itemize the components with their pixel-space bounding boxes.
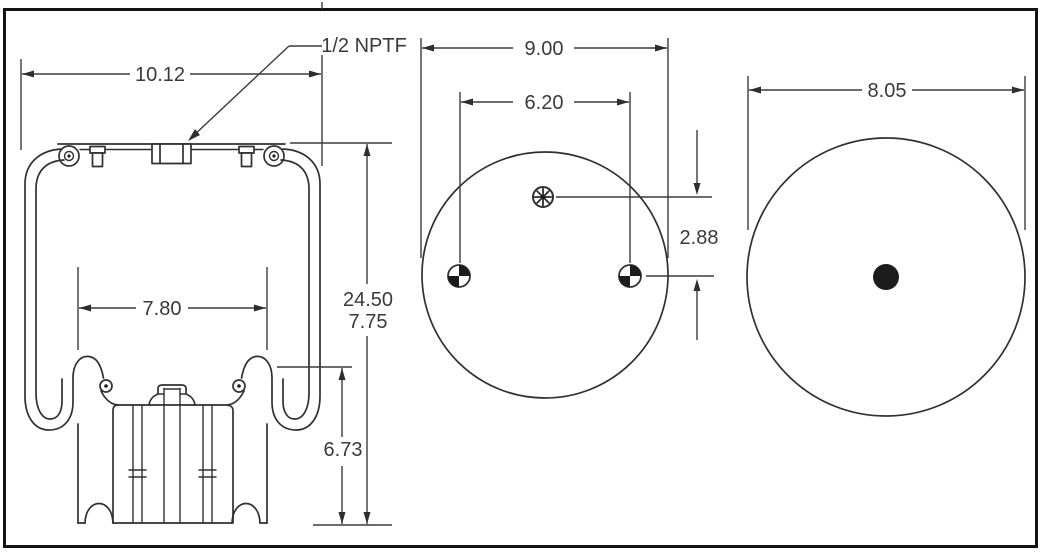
piston-boss: [148, 384, 196, 406]
dim-plate-diameter-label: 9.00: [525, 38, 564, 60]
stud-marker-left-icon: [447, 264, 471, 288]
bellows: [24, 148, 321, 431]
dim-piston-height-label: 6.73: [324, 439, 363, 461]
bottom-view: 8.05: [746, 76, 1026, 417]
dim-plate-diameter: 9.00: [420, 38, 669, 258]
dim-piston-width-label: 7.80: [143, 298, 182, 320]
piston-outline: [746, 137, 1026, 417]
dim-height-compressed-label: 7.75: [349, 311, 388, 333]
dim-plate-width-label: 10.12: [135, 64, 185, 86]
stud-marker-right-icon: [618, 264, 642, 288]
dim-piston-diameter-label: 8.05: [868, 80, 907, 102]
bead-plate: [57, 143, 286, 167]
dim-stud-spacing: 6.20: [459, 92, 631, 263]
dim-stud-spacing-label: 6.20: [525, 92, 564, 114]
piston: [77, 384, 268, 524]
port-callout: 1/2 NPTF: [188, 35, 407, 141]
top-view: 9.00 6.20 2.88: [420, 38, 718, 399]
dim-overall-height: 24.50 7.75: [290, 142, 393, 526]
dim-height-extended-label: 24.50: [343, 289, 393, 311]
dim-piston-width: 7.80: [77, 267, 268, 350]
drawing-border: [3, 8, 1038, 548]
port-callout-label: 1/2 NPTF: [321, 35, 407, 57]
dim-piston-height: 6.73: [277, 366, 363, 524]
mounting-studs: [89, 145, 255, 168]
air-port-symbol-icon: [532, 186, 554, 208]
dim-port-offset: 2.88: [556, 130, 718, 340]
plate-outline: [421, 151, 669, 399]
dim-plate-width: 10.12: [20, 55, 323, 166]
side-view: 10.12 7.80 24.50 7.75: [20, 35, 407, 526]
dim-piston-diameter: 8.05: [747, 76, 1026, 230]
center-hole-dot: [873, 264, 899, 290]
air-port-boss: [151, 143, 192, 165]
dim-port-offset-label: 2.88: [680, 227, 719, 249]
